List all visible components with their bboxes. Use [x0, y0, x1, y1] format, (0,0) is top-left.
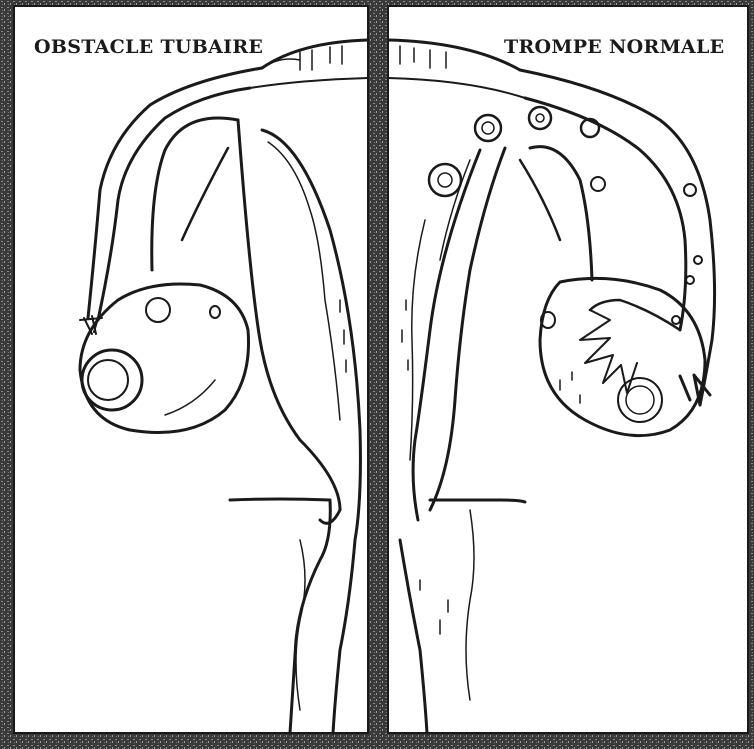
panel-title-left: OBSTACLE TUBAIRE [34, 36, 263, 58]
center-divider [368, 0, 388, 749]
panel-title-right: TROMPE NORMALE [504, 36, 724, 58]
